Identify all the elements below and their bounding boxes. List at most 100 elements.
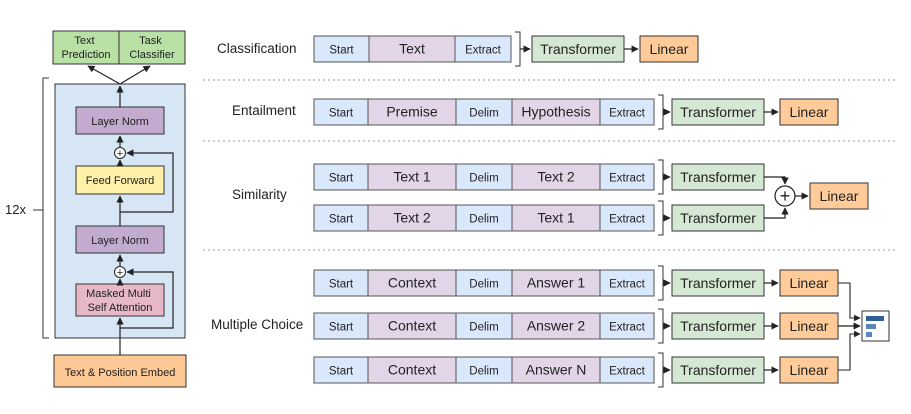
classification-token-start-label: Start: [329, 45, 354, 57]
classification-token-extract: [454, 35, 512, 63]
multiple-choice-row-1-token-delim-label: Delim: [469, 279, 498, 291]
multiple-choice-row-2-transformer-label: Transformer: [680, 318, 756, 334]
entailment-token-start-label: Start: [329, 108, 354, 120]
multiple-choice-row-1-transformer-label: Transformer: [680, 275, 756, 291]
repeat-bracket: [42, 77, 49, 339]
residual-add-bottom: [114, 266, 126, 278]
multiple-choice-row-3-token-answer-n: [511, 356, 601, 384]
entailment-token-delim-label: Delim: [469, 108, 498, 120]
similarity-arrow-bottom-to-sum: [764, 207, 789, 219]
softmax-bar-1: [866, 316, 884, 321]
multiple-choice-row-1-token-answer-1: [511, 269, 601, 297]
similarity-row-2-token-extract: [599, 204, 655, 232]
entailment-token-extract: [599, 98, 655, 126]
arrow-to-task-classifier: [119, 65, 151, 85]
multiple-choice-row-2-transformer: [671, 312, 765, 340]
classification-token-start: [313, 35, 370, 63]
multiple-choice-row-3-linear: [779, 356, 839, 384]
similarity-row-2-bracket: [658, 200, 664, 236]
text-position-embed: [53, 354, 187, 388]
similarity-row-1-token-start: [313, 163, 369, 191]
multiple-choice-row-3-linear-label: Linear: [790, 362, 829, 378]
layer-norm-bottom-label: Layer Norm: [91, 235, 148, 247]
similarity-row-2-token-start-label: Start: [329, 214, 354, 226]
classification-token-extract-label: Extract: [465, 45, 502, 57]
similarity-row-2-token-extract-label: Extract: [609, 214, 646, 226]
entailment-token-hypothesis: [511, 98, 601, 126]
task-classifier-label: Task Classifier: [129, 35, 175, 61]
layer-norm-bottom: [75, 225, 165, 254]
multiple-choice-row-1-linear: [779, 269, 839, 297]
multiple-choice-row-3-token-extract-label: Extract: [609, 366, 646, 378]
repeat-label: 12x: [5, 202, 26, 217]
layer-norm-top-label: Layer Norm: [91, 116, 148, 128]
entailment-label: Entailment: [232, 103, 296, 118]
similarity-row-2-token-text-1-label: Text 1: [537, 210, 575, 226]
entailment-token-delim: [455, 98, 513, 126]
similarity-row-1-transformer: [671, 163, 765, 191]
feed-forward-label: Feed Forward: [86, 175, 154, 187]
entailment-transformer: [671, 98, 765, 126]
multiple-choice-row-3-transformer-label: Transformer: [680, 362, 756, 378]
similarity-row-2-token-delim-label: Delim: [469, 214, 498, 226]
multiple-choice-row-2-linear-label: Linear: [790, 318, 829, 334]
multiple-choice-row-1-token-extract-label: Extract: [609, 279, 646, 291]
similarity-sum-symbol: +: [780, 186, 791, 206]
multiple-choice-row-1-token-answer-1-label: Answer 1: [527, 275, 586, 291]
multiple-choice-row-1-bracket: [658, 265, 664, 301]
similarity-row-2-token-start: [313, 204, 369, 232]
multiple-choice-row-1-token-context: [367, 269, 457, 297]
multiple-choice-label: Multiple Choice: [211, 317, 303, 332]
multiple-choice-row-1-linear-label: Linear: [790, 275, 829, 291]
similarity-row-1-transformer-label: Transformer: [680, 169, 756, 185]
residual-add-top: [114, 147, 126, 159]
multiple-choice-row-2-linear: [779, 312, 839, 340]
multiple-choice-row-3-transformer: [671, 356, 765, 384]
similarity-row-1-token-text-1: [367, 163, 457, 191]
multiple-choice-row-1-token-start-label: Start: [329, 279, 354, 291]
softmax-bar-2: [866, 324, 876, 329]
multiple-choice-row-3-token-delim: [455, 356, 513, 384]
similarity-row-1-token-start-label: Start: [329, 173, 354, 185]
classification-bracket: [515, 31, 521, 67]
residual-add-top-symbol: +: [117, 148, 123, 160]
classification-transformer-label: Transformer: [540, 41, 616, 57]
similarity-row-1-token-delim: [455, 163, 513, 191]
residual-path-bottom: [120, 268, 174, 329]
multiple-choice-row-1-token-context-label: Context: [388, 275, 436, 291]
multiple-choice-row-2-token-extract-label: Extract: [609, 322, 646, 334]
multiple-choice-row-3-token-start: [313, 356, 369, 384]
entailment-linear: [779, 98, 839, 126]
similarity-row-1-token-extract-label: Extract: [609, 173, 646, 185]
multiple-choice-row-3-token-extract: [599, 356, 655, 384]
multiple-choice-row-2-token-extract: [599, 312, 655, 340]
arrow-to-text-prediction: [87, 65, 121, 85]
text-prediction-head: [52, 30, 120, 65]
multiple-choice-row-1-token-start: [313, 269, 369, 297]
residual-add-bottom-symbol: +: [117, 267, 123, 279]
similarity-row-2-token-text-1: [511, 204, 601, 232]
multiple-choice-row-2-bracket: [658, 308, 664, 344]
classification-token-text: [368, 35, 456, 63]
similarity-row-1-token-text-1-label: Text 1: [393, 169, 431, 185]
classification-linear: [639, 35, 699, 63]
softmax-bar-3: [866, 332, 872, 337]
feed-forward: [75, 165, 165, 195]
entailment-token-hypothesis-label: Hypothesis: [521, 104, 590, 120]
classification-linear-label: Linear: [650, 41, 689, 57]
residual-path-top: [120, 149, 174, 213]
masked-self-attention: [75, 283, 165, 317]
entailment-transformer-label: Transformer: [680, 104, 756, 120]
similarity-row-2-transformer-label: Transformer: [680, 210, 756, 226]
similarity-row-1-token-delim-label: Delim: [469, 173, 498, 185]
multiple-choice-row-1-transformer: [671, 269, 765, 297]
entailment-bracket: [658, 94, 664, 130]
entailment-token-extract-label: Extract: [609, 108, 646, 120]
entailment-token-premise-label: Premise: [386, 104, 438, 120]
similarity-linear-label: Linear: [820, 188, 859, 204]
similarity-row-1-token-extract: [599, 163, 655, 191]
multiple-choice-row-3-token-answer-n-label: Answer N: [526, 362, 587, 378]
mc-connector-3: [838, 330, 861, 371]
multiple-choice-row-3-token-delim-label: Delim: [469, 366, 498, 378]
